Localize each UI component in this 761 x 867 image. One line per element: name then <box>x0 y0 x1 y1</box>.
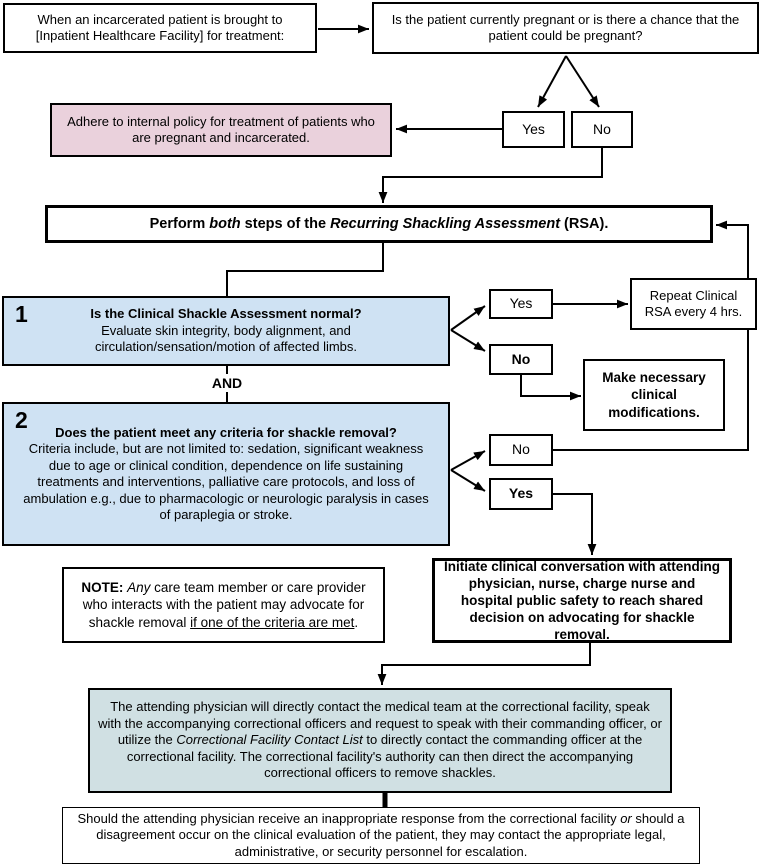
connector-step1-to-no1 <box>450 329 486 352</box>
connector-no-to-rsa <box>378 148 603 203</box>
step1-heading: Is the Clinical Shackle Assessment norma… <box>90 306 362 322</box>
connector-step1-to-yes1 <box>450 305 486 331</box>
node-rsa-normal-yes: Yes <box>489 289 553 319</box>
node-note-text: NOTE: Any care team member or care provi… <box>81 580 366 630</box>
step2-heading: Does the patient meet any criteria for s… <box>55 424 397 440</box>
node-start: When an incarcerated patient is brought … <box>3 3 317 53</box>
and-connector-label: AND <box>199 374 255 392</box>
pregnant-no-label: No <box>593 120 611 137</box>
node-escalation-text: Should the attending physician receive a… <box>77 810 685 859</box>
rsa-normal-no-label: No <box>511 350 531 367</box>
connector-question-to-no <box>565 55 600 108</box>
step2-number: 2 <box>15 407 28 433</box>
node-adhere-policy: Adhere to internal policy for treatment … <box>50 103 392 157</box>
node-rsa-normal-no: No <box>489 344 553 375</box>
node-criteria-no: No <box>489 434 553 466</box>
node-clinical-mods: Make necessary clinical modifications. <box>583 359 725 431</box>
criteria-no-label: No <box>512 441 530 458</box>
node-initiate-text: Initiate clinical conversation with atte… <box>443 558 721 643</box>
node-pregnant-no: No <box>571 111 633 148</box>
connector-question-to-yes <box>537 55 567 108</box>
connector-step2-to-no2 <box>450 450 486 471</box>
criteria-yes-label: Yes <box>508 485 534 502</box>
node-contact-facility-text: The attending physician will directly co… <box>98 699 662 781</box>
connector-yes2-to-initiate <box>553 493 597 555</box>
node-step1: 1 Is the Clinical Shackle Assessment nor… <box>2 296 450 366</box>
connector-no2-loop-to-rsa <box>553 220 749 451</box>
rsa-normal-yes-label: Yes <box>509 295 533 312</box>
node-step2: 2 Does the patient meet any criteria for… <box>2 402 450 546</box>
node-initiate: Initiate clinical conversation with atte… <box>432 558 732 643</box>
node-rsa-text: Perform both steps of the Recurring Shac… <box>149 215 609 232</box>
step1-number: 1 <box>15 301 28 327</box>
node-rsa: Perform both steps of the Recurring Shac… <box>45 205 713 243</box>
node-repeat-rsa-text: Repeat Clinical RSA every 4 hrs. <box>644 287 743 320</box>
connector-no1-to-mods <box>520 375 581 401</box>
step1-body: Evaluate skin integrity, body alignment,… <box>94 322 358 355</box>
node-pregnant-question: Is the patient currently pregnant or is … <box>372 2 759 54</box>
node-pregnant-yes: Yes <box>502 111 565 148</box>
node-note: NOTE: Any care team member or care provi… <box>62 567 385 643</box>
connector-rsa-to-step1 <box>226 243 384 296</box>
node-clinical-mods-text: Make necessary clinical modifications. <box>602 370 706 420</box>
node-start-text: When an incarcerated patient is brought … <box>35 11 285 44</box>
pregnant-yes-label: Yes <box>522 120 545 137</box>
node-pregnant-question-text: Is the patient currently pregnant or is … <box>391 11 740 44</box>
step2-content: Does the patient meet any criteria for s… <box>21 425 431 524</box>
connector-initiate-to-contact <box>377 643 591 685</box>
step2-body: Criteria include, but are not limited to… <box>23 441 429 522</box>
node-adhere-policy-text: Adhere to internal policy for treatment … <box>67 113 375 146</box>
node-contact-facility: The attending physician will directly co… <box>88 688 672 793</box>
node-repeat-rsa: Repeat Clinical RSA every 4 hrs. <box>630 278 757 330</box>
connector-step2-to-yes2 <box>450 469 486 492</box>
node-escalation: Should the attending physician receive a… <box>62 807 700 864</box>
node-criteria-yes: Yes <box>489 478 553 510</box>
step1-content: Is the Clinical Shackle Assessment norma… <box>56 306 396 356</box>
